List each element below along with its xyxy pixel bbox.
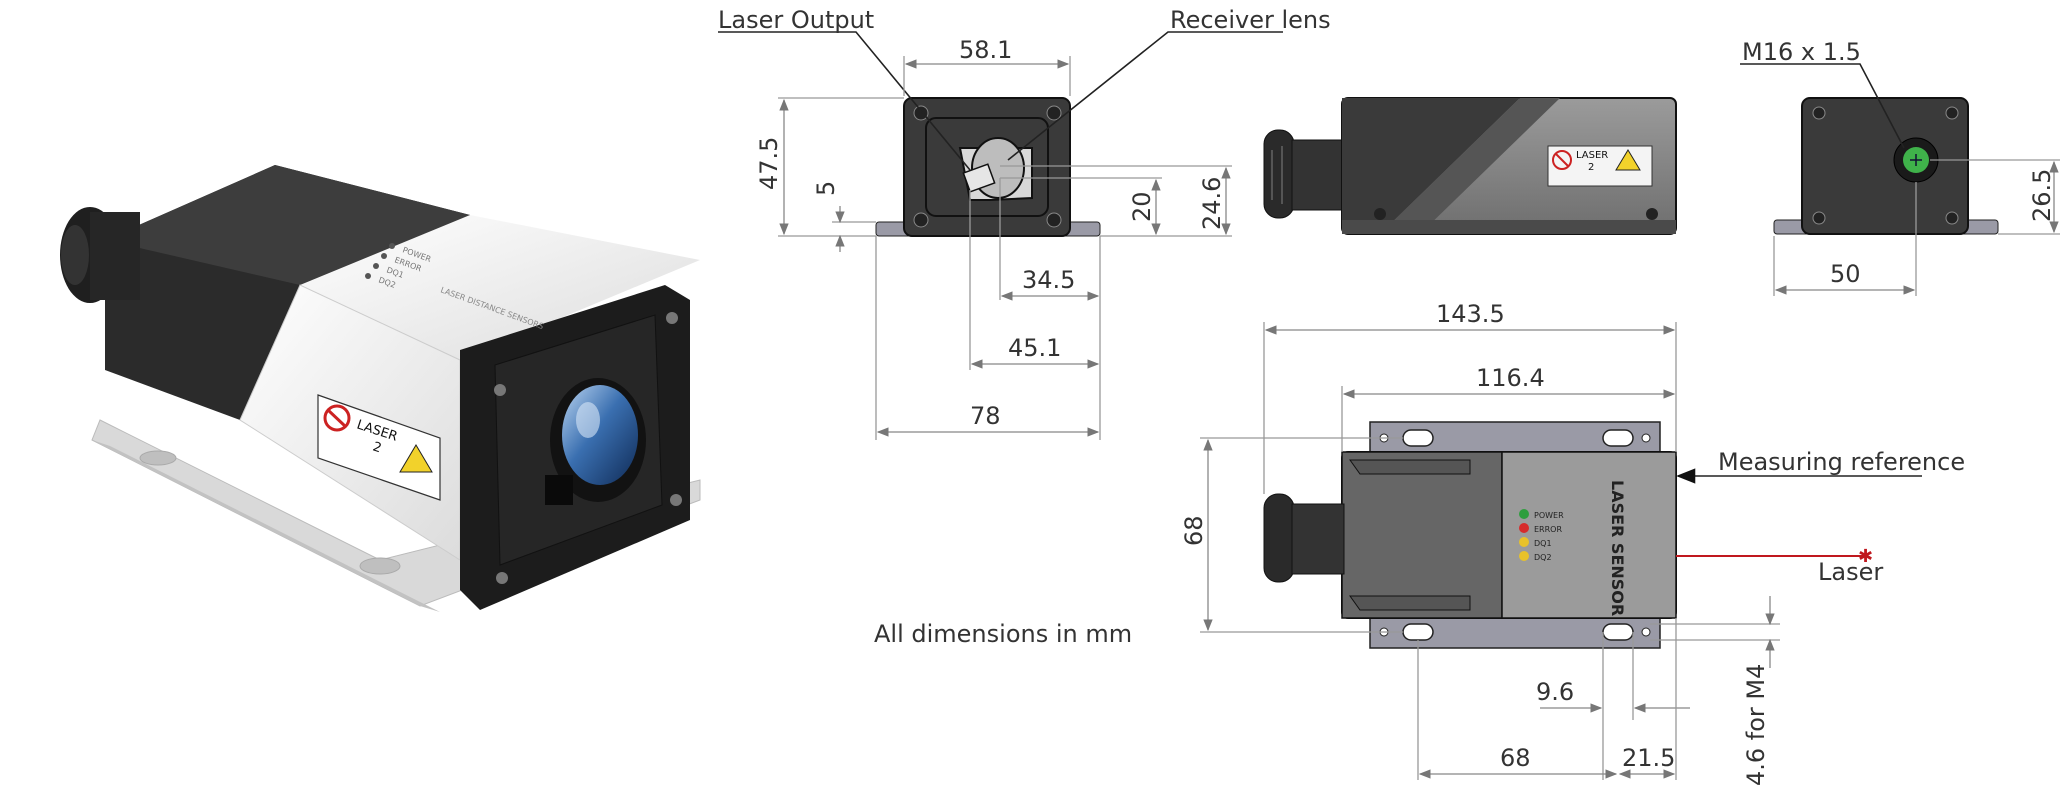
laser-spot-icon: ✱ — [1858, 546, 1873, 567]
led-error-icon — [1519, 523, 1529, 533]
receiver-lens-label: Receiver lens — [1170, 6, 1331, 34]
side-warning-title: LASER — [1576, 150, 1608, 161]
led-label: DQ2 — [1534, 553, 1552, 562]
receiver-lens-icon — [545, 378, 646, 505]
product-photo: POWER ERROR DQ1 DQ2 LASER DISTANCE SENSO… — [60, 165, 701, 612]
dim-front-lens-x-outer: 45.1 — [1008, 334, 1061, 362]
dim-hole-spacing-small: 9.6 — [1536, 678, 1574, 706]
dim-front-base: 5 — [812, 181, 840, 196]
top-view: POWER ERROR DQ1 DQ2 LASER SENSOR ✱ Laser… — [1180, 300, 1965, 786]
dim-front-height: 47.5 — [755, 137, 783, 190]
dim-front-lens-outer: 24.6 — [1198, 177, 1226, 230]
dim-front-base-width: 78 — [970, 402, 1001, 430]
led-dq2-icon — [1519, 551, 1529, 561]
receiver-lens-leader — [1007, 31, 1283, 161]
side-warning-class: 2 — [1588, 162, 1594, 173]
dim-hole-offset-end: 21.5 — [1622, 744, 1675, 772]
front-view: Laser Output Receiver lens 58.1 47.5 5 2… — [718, 6, 1331, 440]
dim-overall-length: 143.5 — [1436, 300, 1505, 328]
laser-warning-label-icon: LASER 2 — [317, 394, 441, 501]
led-label: ERROR — [1534, 525, 1562, 534]
rear-view: M16 x 1.5 26.5 50 — [1740, 38, 2060, 296]
laser-label: Laser — [1818, 558, 1883, 586]
thread-leader — [1740, 63, 1905, 149]
dim-front-lens-inner: 20 — [1128, 191, 1156, 222]
dim-rear-connector-height: 26.5 — [2028, 169, 2056, 222]
dim-mount-hole: 4.6 for M4 — [1742, 664, 1770, 786]
cable-gland-icon — [60, 207, 140, 303]
measuring-reference-label: Measuring reference — [1718, 448, 1965, 476]
led-power-icon — [1519, 509, 1529, 519]
dim-front-width: 58.1 — [959, 36, 1012, 64]
dim-hole-spacing-long: 68 — [1500, 744, 1531, 772]
laser-warning-label-icon: LASER 2 — [1547, 145, 1653, 187]
laser-output-label: Laser Output — [718, 6, 874, 34]
side-view: LASER 2 — [1263, 97, 1677, 235]
dim-body-length: 116.4 — [1476, 364, 1545, 392]
led-label: POWER — [1534, 511, 1564, 520]
cable-gland-icon — [1263, 129, 1345, 219]
led-label: DQ1 — [1534, 539, 1552, 548]
laser-output-leader — [718, 31, 971, 171]
top-sensor-label: LASER SENSOR — [1608, 480, 1627, 616]
dim-rear-connector-x: 50 — [1830, 260, 1861, 288]
led-dq1-icon — [1519, 537, 1529, 547]
dim-width: 68 — [1180, 515, 1208, 546]
cable-gland-icon — [1263, 493, 1345, 583]
dim-front-lens-x-inner: 34.5 — [1022, 266, 1075, 294]
units-note: All dimensions in mm — [874, 620, 1132, 648]
thread-label: M16 x 1.5 — [1742, 38, 1861, 66]
